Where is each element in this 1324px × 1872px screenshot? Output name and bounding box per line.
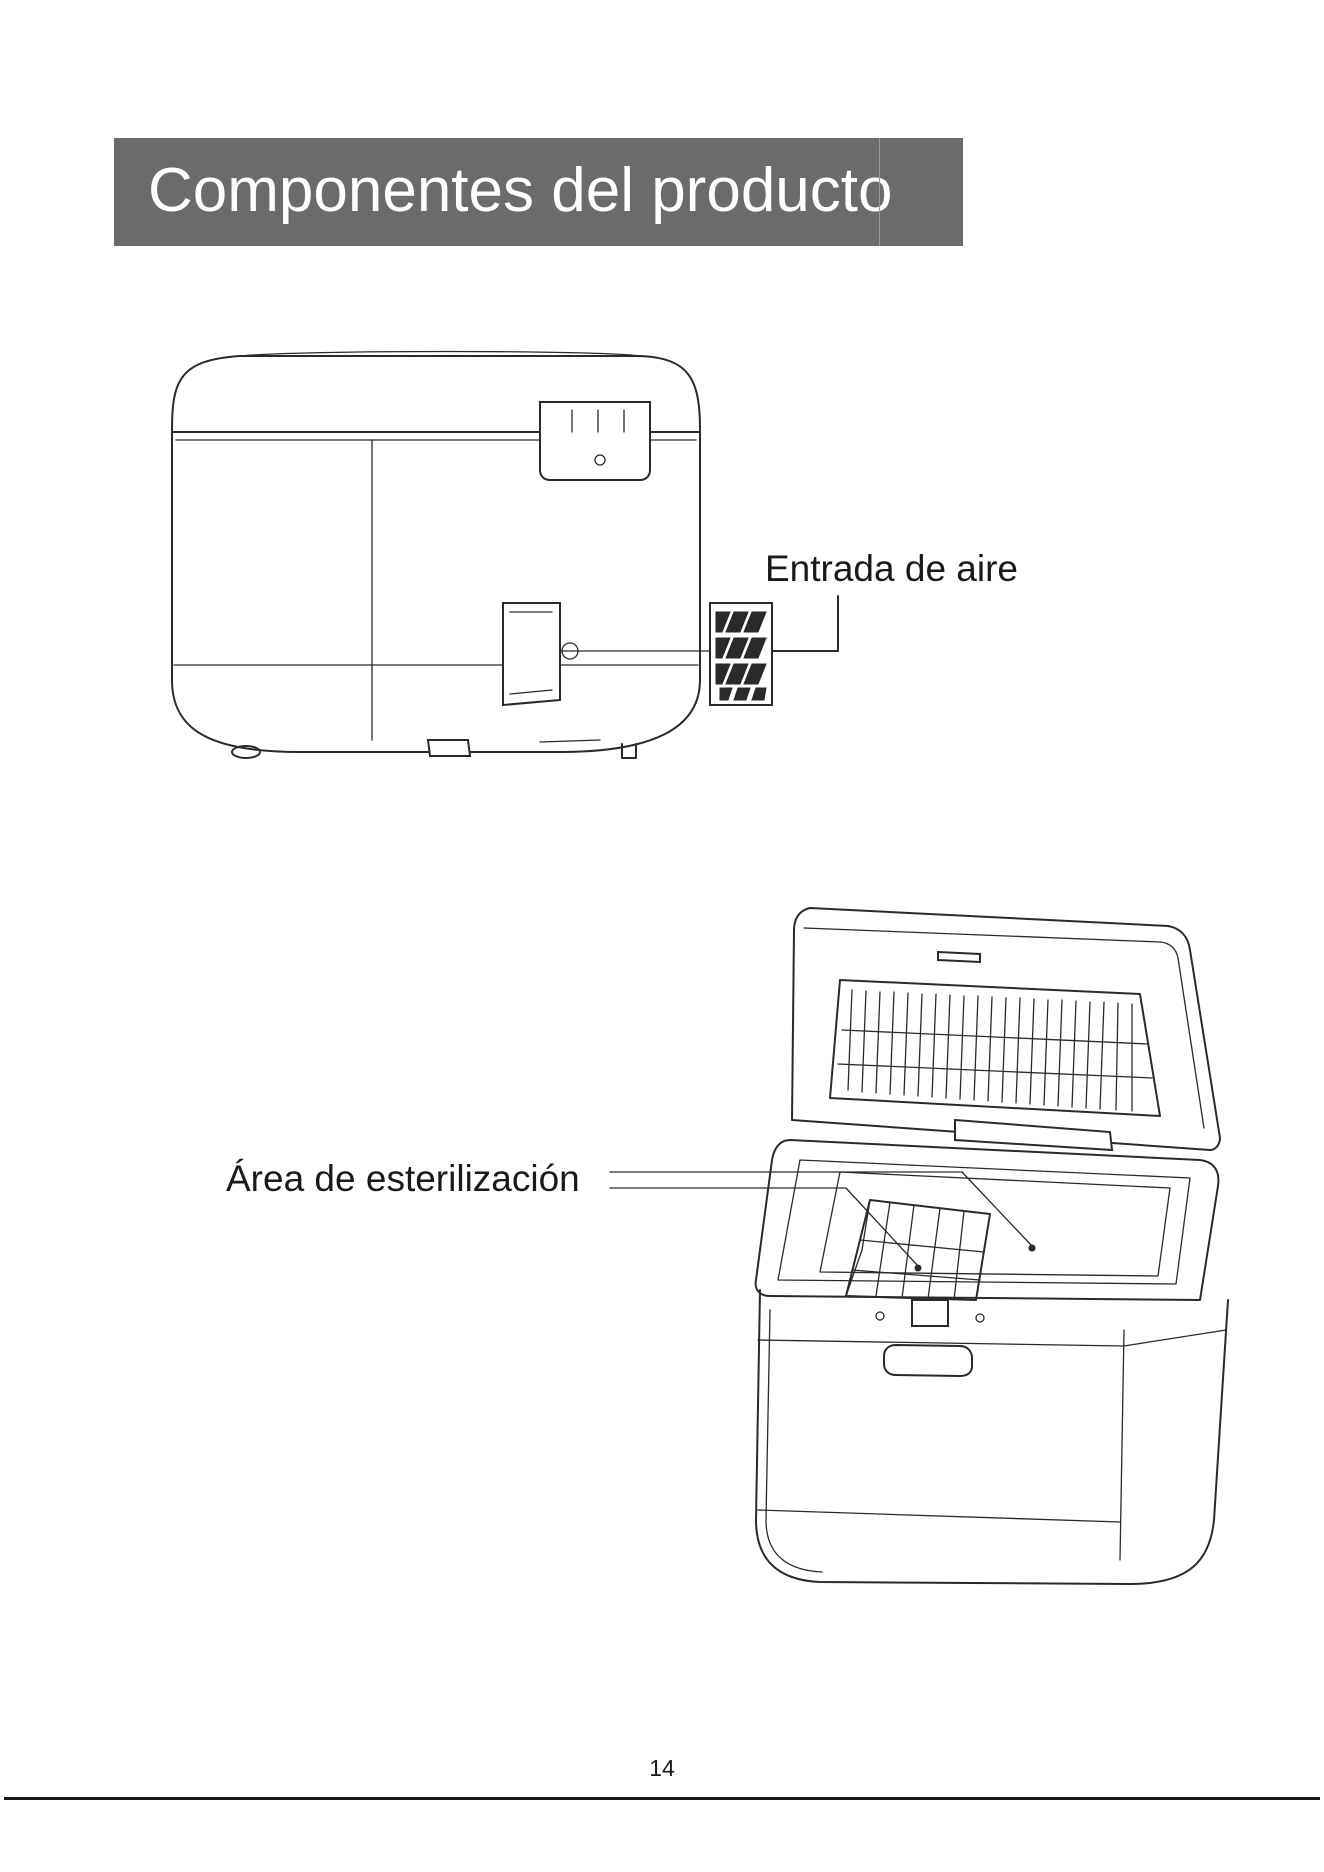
front-latch <box>912 1300 948 1326</box>
callout-leader-steril <box>610 1172 962 1188</box>
footer-rule <box>4 1797 1320 1800</box>
front-handle <box>884 1345 972 1376</box>
open-body-outline <box>756 1290 1228 1584</box>
open-view-illustration <box>0 0 1324 1620</box>
open-lid <box>792 908 1220 1150</box>
callout-label-sterilization-area: Área de esterilización <box>226 1158 580 1200</box>
hinge <box>955 1120 1112 1150</box>
basket <box>846 1200 990 1300</box>
grille-slots <box>838 990 1152 1111</box>
page-number: 14 <box>0 1755 1324 1782</box>
